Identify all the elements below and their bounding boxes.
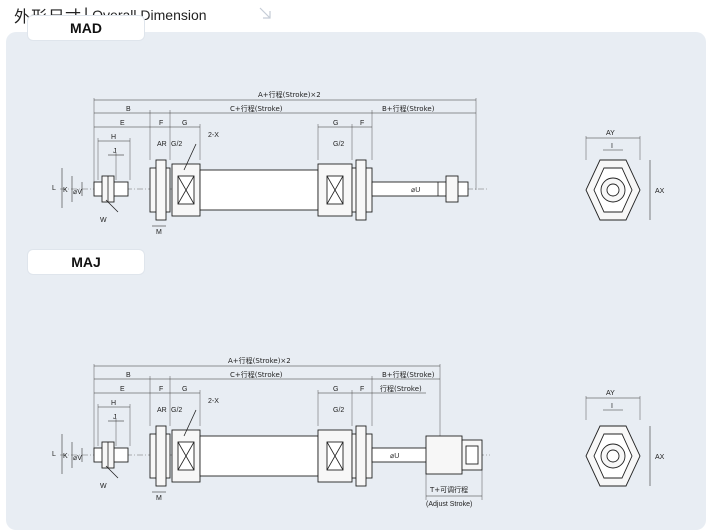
- title-decoration-icon: [259, 7, 271, 19]
- maj-label-k: K: [63, 453, 68, 460]
- maj-label-ar: AR: [157, 407, 167, 414]
- mad-label-k: K: [63, 187, 68, 194]
- mad-label-g2: G: [333, 120, 338, 127]
- maj-label-g2: G: [333, 386, 338, 393]
- mad-label-j: J: [113, 148, 117, 155]
- maj-label-l: L: [52, 451, 56, 458]
- mad-end-view: AY I AX: [585, 130, 665, 221]
- maj-label-u: ⌀U: [390, 453, 399, 460]
- maj-label-b: B: [126, 372, 131, 379]
- mad-label-ax: AX: [655, 188, 665, 195]
- maj-label-x: 2-X: [208, 398, 219, 405]
- mad-drawing: A+行程(Stroke)×2 B C+行程(Stroke) B+行程(Strok…: [52, 90, 665, 236]
- maj-label-g-half: G/2: [171, 407, 182, 414]
- maj-label-f: F: [159, 386, 163, 393]
- maj-end-view: AY I AX: [585, 390, 665, 487]
- mad-label-f2: F: [360, 120, 364, 127]
- maj-label-w: W: [100, 483, 107, 490]
- mad-label-g-half: G/2: [171, 141, 182, 148]
- mad-label-u: ⌀U: [411, 187, 420, 194]
- maj-drawing: A+行程(Stroke)×2 B C+行程(Stroke) B+行程(Strok…: [52, 356, 665, 508]
- maj-label-f2: F: [360, 386, 364, 393]
- maj-label-e: E: [120, 386, 125, 393]
- maj-label-stroke: 行程(Stroke): [380, 384, 422, 393]
- maj-label-b-right: B+行程(Stroke): [382, 370, 435, 379]
- mad-label-i: I: [611, 143, 613, 150]
- maj-label-v: ⌀V: [73, 455, 82, 462]
- maj-label-c: C+行程(Stroke): [230, 370, 283, 379]
- mad-label-v: ⌀V: [73, 189, 82, 196]
- mad-label-m: M: [156, 229, 162, 236]
- maj-label-i: I: [611, 403, 613, 410]
- maj-label-ay: AY: [606, 390, 615, 397]
- mad-label-b-right: B+行程(Stroke): [382, 104, 435, 113]
- maj-label-h: H: [111, 400, 116, 407]
- mad-label-ar: AR: [157, 141, 167, 148]
- maj-label-j: J: [113, 414, 117, 421]
- mad-label-x: 2-X: [208, 132, 219, 139]
- mad-label-g-half2: G/2: [333, 141, 344, 148]
- maj-label-adjust-zh: T+可调行程: [429, 485, 468, 494]
- title-separator: |: [84, 6, 89, 23]
- mad-label-h: H: [111, 134, 116, 141]
- mad-label-g: G: [182, 120, 187, 127]
- maj-label-m: M: [156, 495, 162, 502]
- mad-label-f: F: [159, 120, 163, 127]
- mad-label-total: A+行程(Stroke)×2: [258, 90, 321, 99]
- mad-label-l: L: [52, 185, 56, 192]
- mad-label-w: W: [100, 217, 107, 224]
- mad-label-c: C+行程(Stroke): [230, 104, 283, 113]
- maj-label-total: A+行程(Stroke)×2: [228, 356, 291, 365]
- maj-label-g: G: [182, 386, 187, 393]
- mad-label-ay: AY: [606, 130, 615, 137]
- maj-label-ax: AX: [655, 454, 665, 461]
- model-tab-mad: MAD: [28, 16, 144, 40]
- mad-label-b: B: [126, 106, 131, 113]
- maj-label-g-half2: G/2: [333, 407, 344, 414]
- model-tab-maj: MAJ: [28, 250, 144, 274]
- maj-label-adjust-en: (Adjust Stroke): [426, 501, 472, 508]
- mad-label-e: E: [120, 120, 125, 127]
